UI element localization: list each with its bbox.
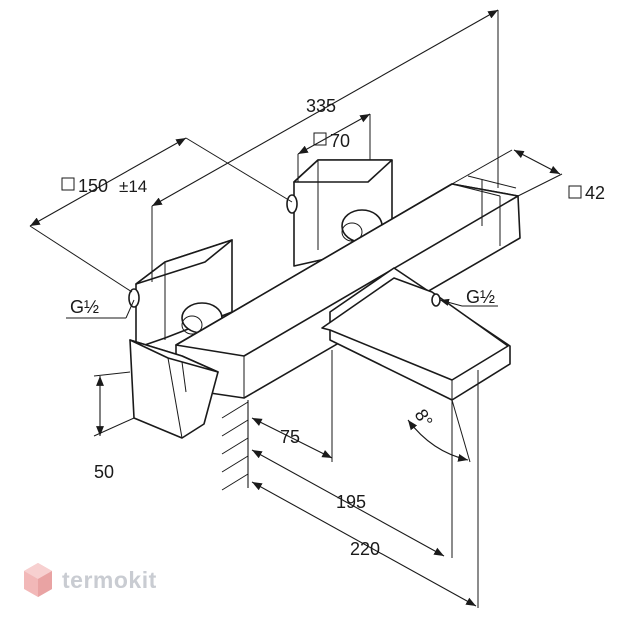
- spout: [321, 267, 511, 401]
- mixer-body: [128, 159, 521, 439]
- brand-name: termokit: [62, 566, 157, 593]
- label-square-body: 42: [585, 183, 605, 203]
- label-spout-setback: 75: [280, 427, 300, 447]
- dimension-lines: [29, 9, 563, 608]
- label-plate-square: 70: [330, 131, 350, 151]
- label-handle-height: 50: [94, 462, 114, 482]
- brand-logo: termokit: [22, 560, 157, 600]
- label-spout-projection: 195: [336, 492, 366, 512]
- lever-handle: [129, 339, 219, 439]
- label-thread-left: G½: [70, 297, 99, 317]
- wall-plate-left: [128, 239, 233, 349]
- square-section-icon: [313, 132, 327, 146]
- square-section-icon: [61, 177, 75, 191]
- label-center-distance: 150: [78, 176, 108, 196]
- label-overall-length: 335: [306, 96, 336, 116]
- wall-hatch: [221, 400, 249, 491]
- brand-cube-icon: [24, 563, 52, 597]
- label-spout-angle: 8°: [411, 406, 437, 431]
- label-total-projection: 220: [350, 539, 380, 559]
- square-section-icon: [568, 185, 582, 199]
- label-center-tolerance: ±14: [119, 177, 147, 196]
- label-thread-right: G½: [466, 287, 495, 307]
